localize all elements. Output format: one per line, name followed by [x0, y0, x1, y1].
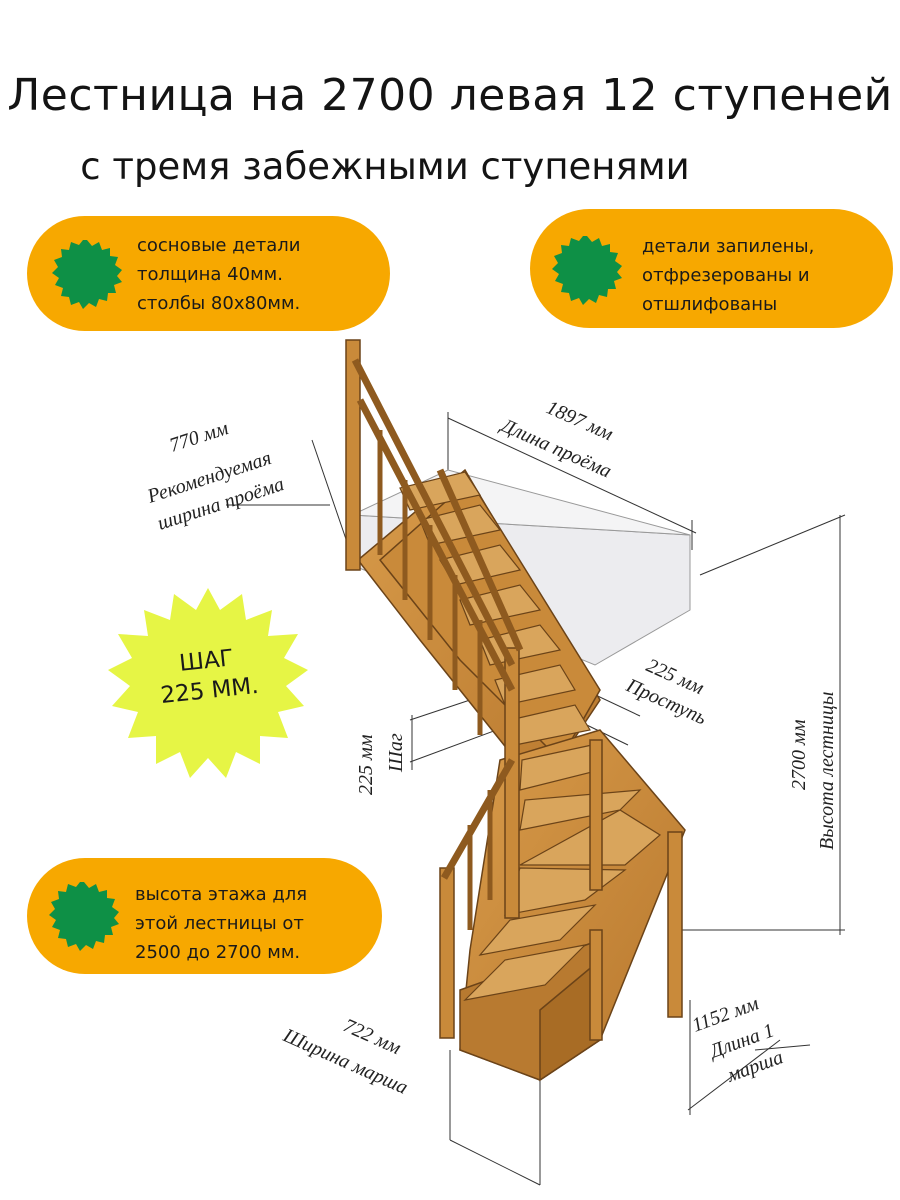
processing-line: отшлифованы: [642, 294, 778, 315]
green-seal-icon: [552, 236, 622, 305]
green-seal-icon: [49, 882, 119, 951]
processing-line: отфрезерованы и: [642, 265, 810, 286]
floor-height-line: 2500 до 2700 мм.: [135, 942, 301, 963]
height-value: 2700 мм: [788, 719, 810, 790]
staircase-balusters: [377, 430, 493, 930]
staircase-posts: [345, 339, 683, 1041]
materials-badge: сосновые детали толщина 40мм. столбы 80х…: [27, 216, 390, 331]
materials-line: сосновые детали: [137, 235, 301, 256]
materials-line: столбы 80х80мм.: [137, 293, 301, 314]
staircase-handrails: [351, 358, 524, 880]
processing-badge: детали запилены, отфрезерованы и отшлифо…: [530, 209, 893, 328]
dimension-lines: [226, 412, 846, 1186]
floor-height-line: высота этажа для: [135, 884, 308, 905]
green-seal-icon: [52, 240, 122, 309]
page-title: Лестница на 2700 левая 12 ступеней: [7, 70, 893, 121]
floor-height-badge: высота этажа для этой лестницы от 2500 д…: [27, 858, 382, 974]
step-label: Шаг: [385, 733, 407, 773]
step-value: 225 мм: [355, 734, 377, 795]
opening-width-value: 770 мм: [167, 417, 232, 457]
height-label: Высота лестницы: [816, 692, 838, 850]
materials-line: толщина 40мм.: [137, 264, 283, 285]
page-subtitle: с тремя забежными ступенями: [80, 145, 690, 188]
floor-height-line: этой лестницы от: [135, 913, 304, 934]
step-star-badge: [108, 588, 308, 778]
processing-line: детали запилены,: [642, 236, 815, 257]
